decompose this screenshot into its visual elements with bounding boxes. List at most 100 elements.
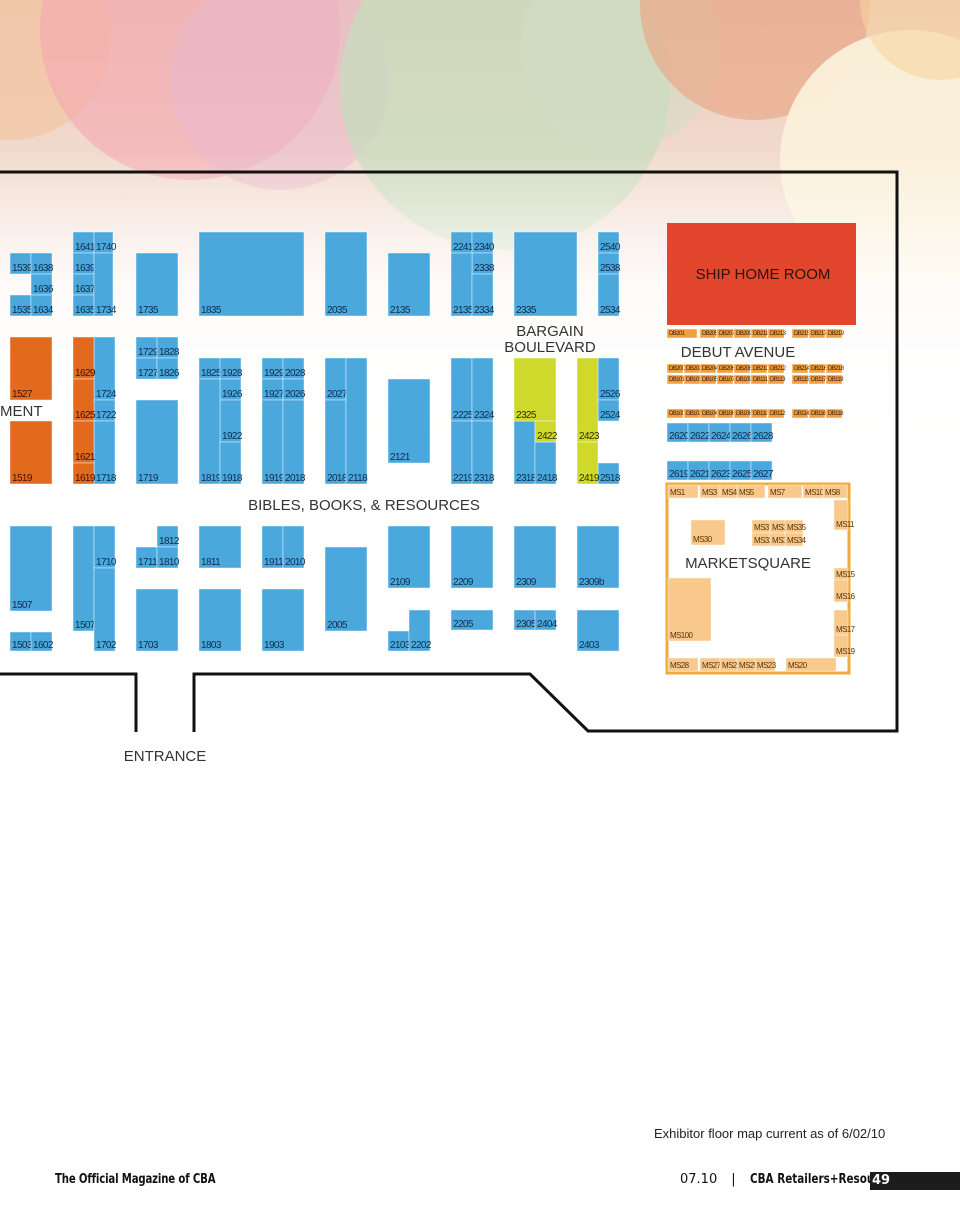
booth-db210[interactable]: DB210 (750, 363, 770, 374)
booth-db219[interactable]: DB219 (825, 328, 845, 339)
booth-area[interactable] (576, 357, 599, 443)
booth-2005[interactable]: 2005 (324, 546, 368, 632)
booth-1803[interactable]: 1803 (198, 588, 242, 652)
booth-1929[interactable]: 1929 (261, 357, 285, 380)
booth-1711[interactable]: 1711 (135, 546, 159, 569)
booth-area[interactable] (345, 357, 368, 485)
booth-area[interactable] (750, 374, 768, 385)
booth-1641[interactable]: 1641 (72, 231, 96, 254)
booth-area[interactable] (471, 273, 494, 317)
booth-2526[interactable]: 2526 (597, 357, 621, 401)
booth-1535[interactable]: 1535 (9, 294, 33, 317)
booth-1819[interactable]: 1819 (198, 378, 222, 485)
booth-db207[interactable]: DB207 (716, 328, 736, 339)
booth-db118[interactable]: DB118 (825, 408, 845, 419)
booth-area[interactable] (750, 460, 773, 481)
booth-ms17[interactable]: MS17 (833, 609, 856, 636)
booth-1710[interactable]: 1710 (93, 525, 117, 569)
booth-1519[interactable]: 1519 (9, 420, 53, 485)
booth-2627[interactable]: 2627 (750, 460, 774, 481)
booth-2621[interactable]: 2621 (687, 460, 711, 481)
booth-1724[interactable]: 1724 (93, 336, 117, 401)
booth-1703[interactable]: 1703 (135, 588, 179, 652)
booth-area[interactable] (666, 408, 684, 419)
booth-area[interactable] (666, 363, 684, 374)
booth-area[interactable] (750, 328, 768, 339)
booth-db215[interactable]: DB215 (791, 328, 811, 339)
booth-area[interactable] (450, 525, 494, 589)
booth-2103[interactable]: 2103 (387, 630, 411, 652)
booth-db111[interactable]: DB111 (750, 374, 769, 385)
booth-db112[interactable]: DB112 (767, 408, 787, 419)
booth-area[interactable] (767, 363, 785, 374)
booth-1810[interactable]: 1810 (156, 546, 180, 569)
booth-db208[interactable]: DB208 (733, 363, 753, 374)
booth-2518[interactable]: 2518 (597, 462, 621, 485)
booth-db104[interactable]: DB104 (699, 408, 719, 419)
booth-area[interactable] (750, 422, 773, 443)
booth-db216[interactable]: DB216 (808, 363, 828, 374)
booth-1621[interactable]: 1621 (72, 420, 96, 464)
booth-2219[interactable]: 2219 (450, 420, 474, 485)
booth-area[interactable] (667, 484, 699, 499)
booth-2534[interactable]: 2534 (597, 273, 621, 317)
booth-ms8[interactable]: MS8 (822, 484, 848, 499)
booth-area[interactable] (387, 252, 431, 317)
booth-area[interactable] (825, 408, 843, 419)
booth-1828[interactable]: 1828 (156, 336, 180, 359)
booth-area[interactable] (690, 519, 726, 546)
booth-area[interactable] (282, 399, 305, 485)
booth-area[interactable] (9, 525, 53, 612)
booth-area[interactable] (93, 252, 114, 317)
booth-area[interactable] (513, 231, 578, 317)
booth-area[interactable] (716, 363, 734, 374)
booth-2225[interactable]: 2225 (450, 357, 474, 422)
booth-area[interactable] (733, 363, 751, 374)
booth-area[interactable] (30, 631, 53, 652)
booth-area[interactable] (324, 231, 368, 317)
ship-home-room[interactable] (667, 223, 856, 325)
booth-1639[interactable]: 1639 (72, 252, 96, 275)
booth-ms15[interactable]: MS15 (833, 567, 856, 581)
booth-1722[interactable]: 1722 (93, 399, 117, 422)
booth-1636[interactable]: 1636 (30, 273, 54, 296)
booth-1638[interactable]: 1638 (30, 252, 54, 275)
booth-ms34[interactable]: MS34 (784, 532, 807, 547)
booth-area[interactable] (135, 399, 179, 485)
booth-2018[interactable]: 2018 (282, 399, 306, 485)
booth-area[interactable] (72, 525, 95, 632)
booth-area[interactable] (699, 363, 717, 374)
booth-ms3[interactable]: MS3 (699, 484, 721, 499)
booth-area[interactable] (767, 328, 785, 339)
booth-2305[interactable]: 2305 (513, 609, 537, 631)
booth-area[interactable] (825, 328, 843, 339)
booth-1602[interactable]: 1602 (30, 631, 54, 652)
booth-area[interactable] (699, 328, 717, 339)
booth-1634[interactable]: 1634 (30, 294, 54, 317)
booth-db206[interactable]: DB206 (716, 363, 736, 374)
booth-db200[interactable]: DB200 (666, 363, 686, 374)
booth-2623[interactable]: 2623 (708, 460, 732, 481)
booth-2205[interactable]: 2205 (450, 609, 494, 631)
booth-db117[interactable]: DB117 (808, 374, 828, 385)
booth-area[interactable] (135, 588, 179, 652)
booth-1718[interactable]: 1718 (93, 420, 117, 485)
booth-area[interactable] (667, 657, 699, 672)
booth-1926[interactable]: 1926 (219, 378, 243, 401)
booth-area[interactable] (261, 588, 305, 652)
booth-db217[interactable]: DB217 (808, 328, 828, 339)
booth-area[interactable] (9, 420, 53, 485)
booth-area[interactable] (534, 420, 557, 443)
booth-area[interactable] (791, 328, 809, 339)
booth-area[interactable] (699, 374, 717, 385)
booth-area[interactable] (767, 408, 785, 419)
booth-area[interactable] (324, 399, 347, 485)
booth-area[interactable] (808, 328, 826, 339)
booth-2202[interactable]: 2202 (408, 609, 432, 652)
booth-area[interactable] (324, 546, 368, 632)
booth-area[interactable] (666, 328, 698, 339)
booth-db105[interactable]: DB105 (699, 374, 719, 385)
booth-area[interactable] (597, 273, 620, 317)
booth-1503[interactable]: 1503 (9, 631, 33, 652)
booth-2404[interactable]: 2404 (534, 609, 558, 631)
